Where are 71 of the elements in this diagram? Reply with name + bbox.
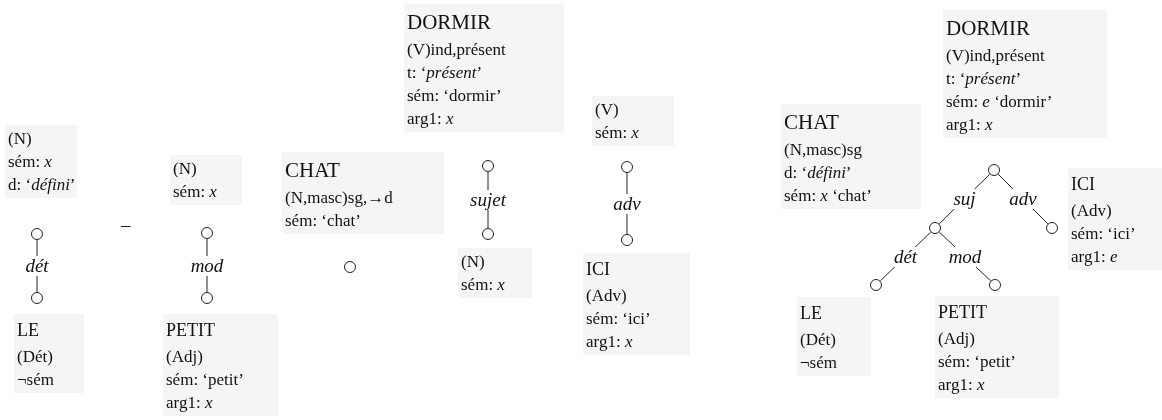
feature-text: (Adv) <box>1071 200 1113 222</box>
dash-label: – <box>121 214 131 236</box>
node-circle <box>31 228 43 240</box>
word-heading: ICI <box>586 258 611 281</box>
word-heading: PETIT <box>938 301 988 324</box>
node-circle <box>482 160 494 172</box>
feature-text: sém: ‘dormir’ <box>407 85 503 107</box>
feature-text: (N,masc)sg,→d <box>285 187 394 209</box>
feature-text: sém: x <box>595 122 640 144</box>
feature-text: sém: ‘chat’ <box>285 210 362 232</box>
word-heading: DORMIR <box>946 15 1031 42</box>
edge-label: adv <box>611 193 643 214</box>
node-circle <box>1046 222 1058 234</box>
node-circle <box>621 161 633 173</box>
feature-text: (N) <box>8 128 33 150</box>
word-heading: PETIT <box>166 319 216 342</box>
feature-text: sém: e ‘dormir’ <box>946 91 1054 113</box>
feature-text: (N,masc)sg <box>784 139 863 161</box>
word-heading: DORMIR <box>407 9 492 36</box>
feature-text: (N) <box>173 158 198 180</box>
word-heading: CHAT <box>285 157 341 184</box>
feature-text: t: ‘présent’ <box>407 62 484 84</box>
feature-text: t: ‘présent’ <box>946 68 1023 90</box>
edge-label: suj <box>951 189 978 209</box>
node-circle <box>989 279 1001 291</box>
feature-text: (Adj) <box>938 328 976 350</box>
node-circle <box>201 227 213 239</box>
feature-text: sém: ‘ici’ <box>1071 223 1137 245</box>
feature-text: sém: x ‘chat’ <box>784 185 873 207</box>
feature-text: arg1: x <box>586 331 634 353</box>
feature-text: d: ‘défini’ <box>784 162 853 184</box>
edge-label: dét <box>891 246 920 267</box>
feature-text: arg1: x <box>946 114 994 136</box>
node-circle <box>344 261 356 273</box>
edge-label: adv <box>1007 189 1039 209</box>
feature-text: (V) <box>595 99 620 121</box>
feature-text: sém: ‘ici’ <box>586 308 652 330</box>
feature-text: d: ‘défini’ <box>8 174 74 196</box>
node-circle <box>929 222 941 234</box>
feature-text: (Dét) <box>800 329 837 351</box>
feature-text: (V)ind,présent <box>407 39 507 61</box>
feature-text: sém: ‘petit’ <box>938 351 1017 373</box>
node-circle <box>621 234 633 246</box>
feature-text: (V)ind,présent <box>946 45 1046 67</box>
node-circle <box>988 164 1000 176</box>
edge-label: dét <box>23 256 51 276</box>
feature-text: ¬sém <box>800 352 838 374</box>
word-heading: ICI <box>1071 173 1096 196</box>
feature-text: arg1: e <box>1071 246 1119 268</box>
word-heading: LE <box>17 319 40 342</box>
word-heading: CHAT <box>784 109 840 136</box>
feature-text: sém: x <box>8 151 53 173</box>
feature-text: arg1: x <box>407 108 455 130</box>
feature-text: sém: x <box>461 274 506 296</box>
feature-text: arg1: x <box>938 374 986 396</box>
feature-text: (Dét) <box>17 346 54 368</box>
feature-text: (N) <box>461 251 486 273</box>
edge-label: mod <box>188 255 226 276</box>
feature-text: ¬sém <box>17 369 55 391</box>
feature-text: sém: ‘petit’ <box>166 369 245 391</box>
node-circle <box>31 292 43 304</box>
node-circle <box>201 292 213 304</box>
node-circle <box>870 279 882 291</box>
feature-text: arg1: x <box>166 392 214 414</box>
edge-label: mod <box>946 246 984 267</box>
feature-text: (Adv) <box>586 285 628 307</box>
edge-label: sujet <box>468 190 508 210</box>
feature-text: sém: x <box>173 181 218 203</box>
node-circle <box>482 228 494 240</box>
feature-text: (Adj) <box>166 346 204 368</box>
word-heading: LE <box>800 302 823 325</box>
